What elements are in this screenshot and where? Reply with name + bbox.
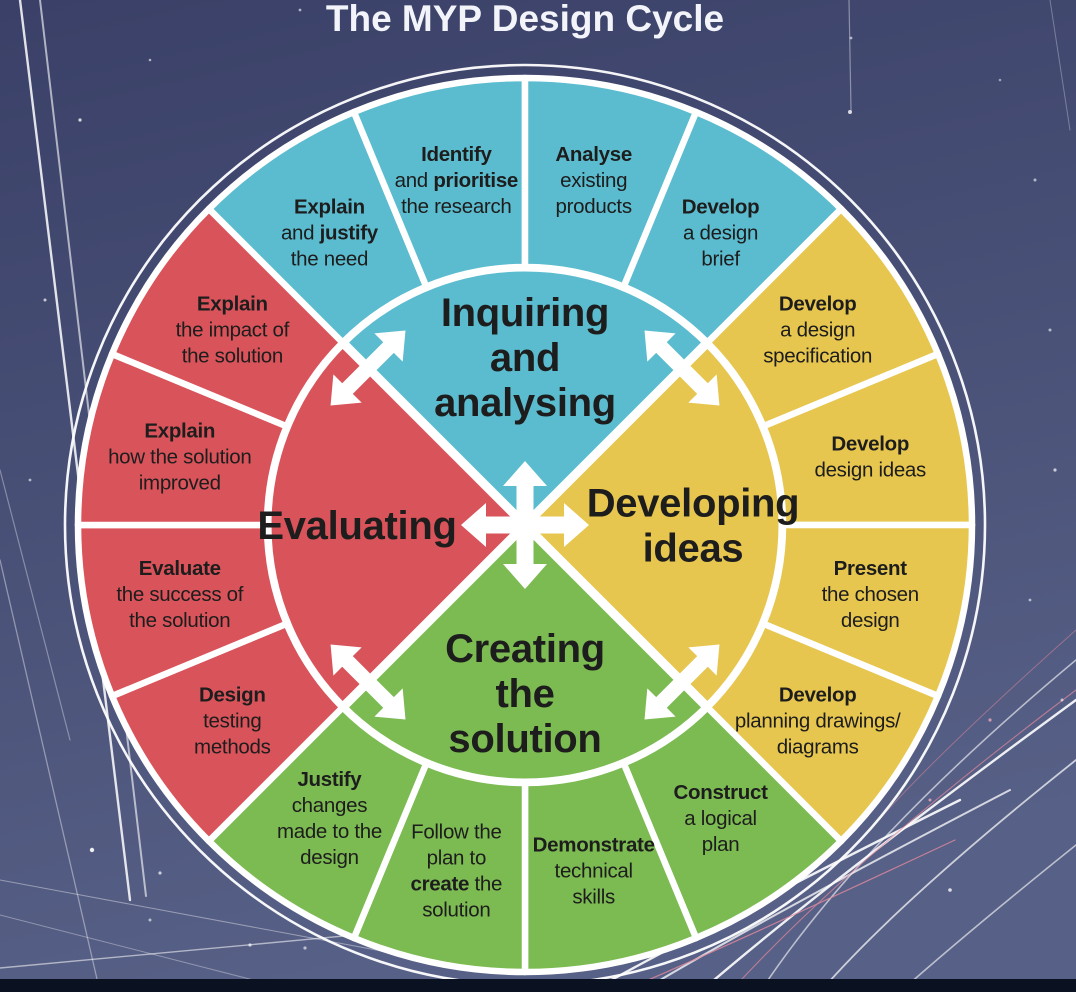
segment-evaluating-4 [108,205,346,430]
bottom-bar [0,979,1076,992]
four-way-arrow-icon [503,461,547,525]
double-arrow-icon [644,644,720,720]
double-arrow-icon [330,644,406,720]
four-way-arrow-icon [503,525,547,589]
four-way-arrow-icon [525,503,589,547]
double-arrow-icon [330,330,406,406]
quadrant-label-evaluating: Evaluating [257,504,456,548]
four-way-arrow-icon [461,503,525,547]
page-title: The MYP Design Cycle [326,0,724,39]
double-arrow-icon [644,330,720,406]
